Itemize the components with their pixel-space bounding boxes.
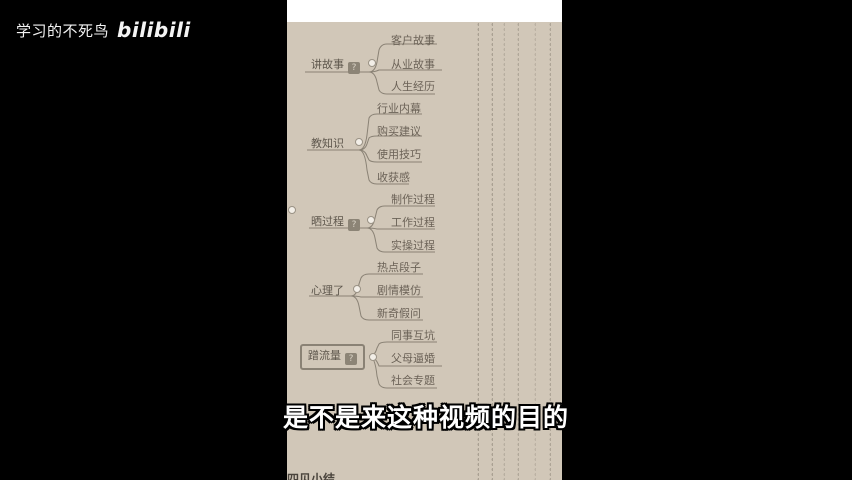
leaf-node[interactable]: 剧情模仿 bbox=[377, 284, 421, 297]
leaf-node[interactable]: 购买建议 bbox=[377, 125, 421, 138]
artifact-column bbox=[517, 22, 519, 480]
top-white-strip bbox=[287, 0, 562, 22]
leaf-node[interactable]: 制作过程 bbox=[391, 193, 435, 206]
branch-node[interactable]: 教知识 bbox=[311, 137, 344, 151]
video-subtitle: 是不是来这种视频的目的 bbox=[282, 403, 569, 432]
leaf-node[interactable]: 社会专题 bbox=[391, 374, 435, 387]
channel-name: 学习的不死鸟 bbox=[16, 21, 110, 40]
branch-label: 讲故事 bbox=[311, 58, 344, 71]
artifact-column bbox=[503, 22, 505, 480]
collapse-toggle-icon[interactable] bbox=[288, 206, 296, 214]
artifact-column bbox=[477, 22, 479, 480]
leaf-node[interactable]: 实操过程 bbox=[391, 239, 435, 252]
branch-node[interactable]: 讲故事? bbox=[311, 58, 360, 74]
video-frame: 讲故事? 客户故事 从业故事 人生经历 教知识 行业内幕 购买建议 使用技巧 收… bbox=[287, 0, 562, 480]
collapse-toggle-icon[interactable] bbox=[368, 59, 376, 67]
leaf-node[interactable]: 行业内幕 bbox=[377, 102, 421, 115]
artifact-column bbox=[491, 22, 493, 480]
collapse-toggle-icon[interactable] bbox=[353, 285, 361, 293]
leaf-node[interactable]: 热点段子 bbox=[377, 261, 421, 274]
collapse-toggle-icon[interactable] bbox=[369, 353, 377, 361]
artifact-column bbox=[534, 22, 536, 480]
leaf-node[interactable]: 工作过程 bbox=[391, 216, 435, 229]
leaf-node[interactable]: 新奇假问 bbox=[377, 307, 421, 320]
branch-node-selected[interactable]: 蹭流量? bbox=[300, 344, 365, 370]
note-icon[interactable]: ? bbox=[348, 219, 360, 231]
leaf-node[interactable]: 收获感 bbox=[377, 171, 410, 184]
branch-label: 教知识 bbox=[311, 137, 344, 150]
leaf-node[interactable]: 人生经历 bbox=[391, 80, 435, 93]
channel-watermark: 学习的不死鸟 bilibili bbox=[16, 18, 191, 42]
branch-node[interactable]: 心理了 bbox=[311, 284, 344, 298]
note-icon[interactable]: ? bbox=[348, 62, 360, 74]
leaf-node[interactable]: 从业故事 bbox=[391, 58, 435, 71]
branch-label: 晒过程 bbox=[311, 215, 344, 228]
leaf-node[interactable]: 父母逼婚 bbox=[391, 352, 435, 365]
artifact-column bbox=[549, 22, 551, 480]
leaf-node[interactable]: 客户故事 bbox=[391, 34, 435, 47]
branch-node[interactable]: 晒过程? bbox=[311, 215, 360, 231]
note-icon[interactable]: ? bbox=[345, 353, 357, 365]
collapse-toggle-icon[interactable] bbox=[355, 138, 363, 146]
branch-label: 心理了 bbox=[311, 284, 344, 297]
collapse-toggle-icon[interactable] bbox=[367, 216, 375, 224]
bilibili-logo: bilibili bbox=[117, 18, 191, 42]
leaf-node[interactable]: 使用技巧 bbox=[377, 148, 421, 161]
cropped-heading: 四见小结 bbox=[287, 472, 336, 480]
branch-label: 蹭流量 bbox=[308, 349, 341, 362]
leaf-node[interactable]: 同事互坑 bbox=[391, 329, 435, 342]
